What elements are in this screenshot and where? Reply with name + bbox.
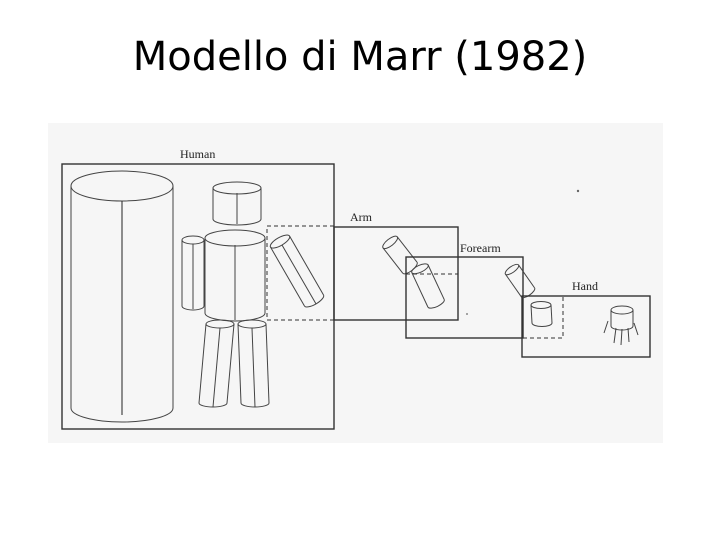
label-forearm: Forearm — [460, 241, 501, 255]
left-arm-cylinder — [181, 235, 205, 311]
whole-body-cylinder — [70, 170, 174, 423]
stray-dot — [576, 189, 580, 193]
right-arm-cylinder — [269, 234, 325, 308]
slide-title: Modello di Marr (1982) — [132, 34, 588, 80]
figure-background — [48, 123, 663, 443]
torso-cylinder — [204, 229, 266, 322]
forearm-lower-cylinder — [530, 301, 553, 327]
figure-canvas: Human — [48, 123, 663, 443]
stray-dot — [466, 313, 468, 315]
lower-arm-cylinder — [411, 263, 445, 309]
label-human: Human — [180, 147, 215, 161]
marr-hierarchy-figure: Human — [48, 123, 663, 443]
label-arm: Arm — [350, 210, 373, 224]
left-leg-cylinder — [198, 319, 235, 408]
head-cylinder — [212, 181, 262, 226]
right-leg-cylinder — [237, 319, 270, 408]
hand-box — [521, 295, 651, 358]
hand-detail-cylinders — [603, 305, 639, 346]
label-hand: Hand — [572, 279, 598, 293]
